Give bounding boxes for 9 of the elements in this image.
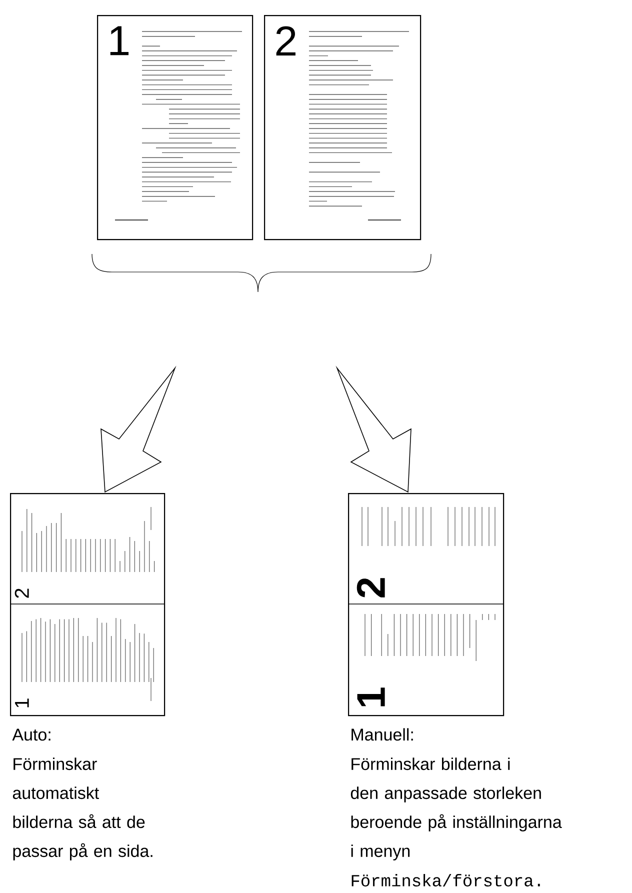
- caption-text: Förminska/förstora.: [352, 874, 540, 886]
- page-sheet: 2 1: [10, 493, 166, 716]
- caption-heading: Manuell:: [352, 728, 413, 741]
- caption-text: Förminskar bilderna i den anpassade storleken beroende på inställningarna i menyn: [350, 758, 562, 860]
- caption-text: Förminskar automatiskt bilderna så att de passar på en sida.: [12, 758, 152, 860]
- page-sheet: 2 1: [348, 493, 504, 716]
- page-sheet: 2: [264, 15, 422, 240]
- page-sheet: 1: [97, 15, 254, 240]
- caption-heading: Auto:: [12, 728, 50, 741]
